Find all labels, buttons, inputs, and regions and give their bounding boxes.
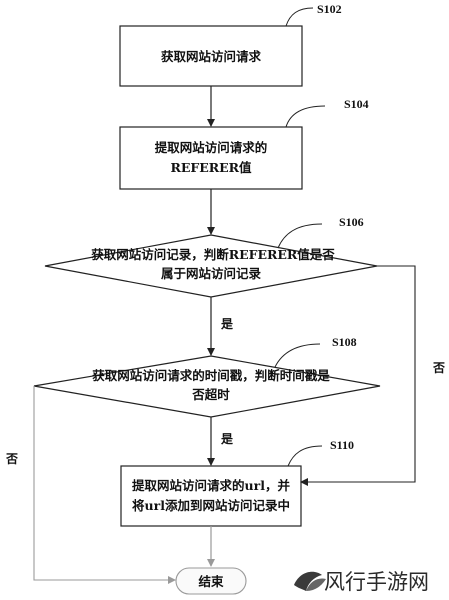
step-s104: S104 (344, 97, 369, 111)
add-url-box (120, 465, 302, 527)
step-s108: S108 (332, 335, 357, 349)
watermark: 风行手游网 (294, 570, 429, 594)
decision-referer-label-2: 属于网站访问记录 (161, 266, 262, 281)
extract-referer-box (119, 126, 303, 190)
add-url-label-2: 将url添加到网站访问记录中 (132, 498, 290, 513)
branch-no-left: 否 (5, 452, 18, 466)
s104-leader (285, 105, 326, 128)
arrow-108-no-to-end (33, 386, 176, 584)
decision-referer-label-1: 获取网站访问记录，判断REFERER值是否 (91, 247, 335, 262)
extract-referer-label-2: REFERER值 (170, 160, 252, 175)
branch-yes-1: 是 (220, 317, 234, 331)
watermark-text: 风行手游网 (324, 570, 429, 594)
step-s106: S106 (339, 215, 364, 229)
step-s102: S102 (317, 2, 342, 16)
add-url-label-1: 提取网站访问请求的url，并 (132, 478, 290, 493)
s110-leader (287, 445, 323, 467)
step-s110: S110 (330, 438, 354, 452)
logo-icon (294, 571, 326, 591)
decision-timestamp-label-1: 获取网站访问请求的时间戳，判断时间戳是 (92, 368, 330, 383)
arrow-106-no-to-110 (300, 265, 416, 486)
get-request-label: 获取网站访问请求 (161, 49, 262, 64)
decision-timestamp-label-2: 否超时 (191, 387, 230, 402)
branch-yes-2: 是 (220, 432, 234, 446)
s102-leader (285, 7, 314, 27)
extract-referer-label-1: 提取网站访问请求的 (155, 140, 268, 155)
s108-leader (274, 343, 321, 368)
branch-no-right: 否 (432, 361, 445, 375)
end-label: 结束 (198, 574, 224, 589)
end-terminal (175, 567, 247, 595)
s106-leader (277, 223, 323, 249)
